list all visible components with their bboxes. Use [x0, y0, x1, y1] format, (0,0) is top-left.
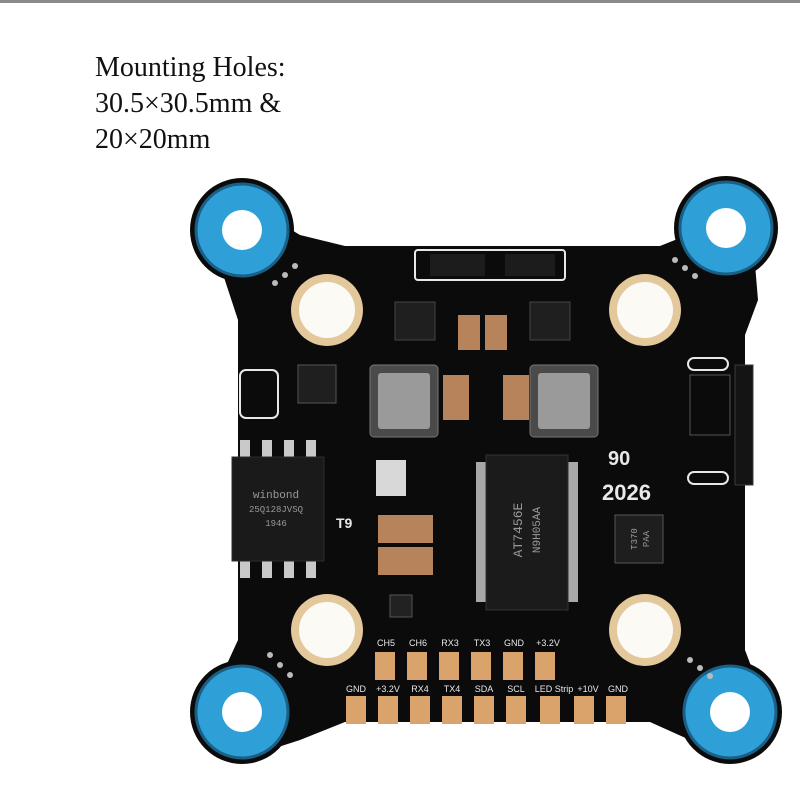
small-chip-label-1: T370 [630, 528, 640, 550]
grommet-tr [678, 180, 774, 276]
pad-label: LED Strip [535, 684, 574, 694]
pad-label: +10V [577, 684, 598, 694]
inner-hole-tl [291, 274, 363, 346]
via-group [267, 257, 713, 679]
grommet-tl [194, 182, 290, 278]
flash-chip-label-3: 1946 [265, 519, 287, 529]
pad-label: RX4 [411, 684, 429, 694]
usb-connector [734, 364, 754, 486]
boot-led [239, 369, 279, 419]
pad-labels-bottom: GND +3.2V RX4 TX4 SDA SCL LED Strip +10V… [346, 684, 629, 694]
pad-labels-top: CH5 CH6 RX3 TX3 GND +3.2V [377, 638, 560, 648]
inductor-right: 4R7 [529, 364, 599, 438]
grommet-bl [194, 664, 290, 760]
mosfet-left [394, 301, 436, 341]
caption-line-1: Mounting Holes: [95, 52, 286, 83]
capacitor [443, 375, 469, 420]
flash-chip-label-2: 25Q128JVSQ [249, 505, 303, 515]
osd-chip-label-1: AT7456E [511, 502, 526, 557]
small-chip-label-2: PAA [642, 530, 652, 547]
inner-hole-br [609, 594, 681, 666]
resistor-array [689, 374, 731, 436]
pad-label: CH5 [377, 638, 395, 648]
pad-label: GND [504, 638, 525, 648]
mounting-holes-caption: Mounting Holes: 30.5×30.5mm & 20×20mm [95, 50, 286, 158]
capacitor [458, 315, 480, 350]
small-ic-2 [389, 594, 413, 618]
grommet-br [682, 664, 778, 760]
inner-hole-tr [609, 274, 681, 346]
flash-chip-label-1: winbond [253, 490, 299, 502]
pad-label: CH6 [409, 638, 427, 648]
pad-row-bottom [346, 696, 626, 724]
inductor-right-label: 4R7 [553, 390, 571, 419]
top-regulator-frame [414, 249, 566, 281]
mosfet-right [529, 301, 571, 341]
pad-label: GND [346, 684, 367, 694]
pad-row-top [375, 652, 555, 680]
capacitor [378, 547, 433, 575]
capacitor [485, 315, 507, 350]
pad-label: RX3 [441, 638, 459, 648]
silk-2026: 2026 [602, 480, 651, 505]
osd-chip: AT7456E N9H05AA [476, 454, 578, 611]
small-chip: T370 PAA [614, 514, 664, 564]
pad-label: TX4 [444, 684, 461, 694]
flash-chip: winbond 25Q128JVSQ 1946 [231, 440, 325, 578]
silk-90: 90 [608, 448, 630, 470]
baro-sensor [376, 460, 406, 496]
capacitor [378, 515, 433, 543]
capacitor [503, 375, 529, 420]
pad-label: SCL [507, 684, 525, 694]
silk-t9: T9 [336, 515, 353, 531]
pad-label: +3.2V [376, 684, 400, 694]
top-divider [0, 0, 800, 3]
caption-line-2: 30.5×30.5mm & [95, 88, 282, 119]
led-indicator-2 [687, 471, 729, 485]
inner-hole-bl [291, 594, 363, 666]
pad-label: SDA [475, 684, 494, 694]
led-indicator [687, 357, 729, 371]
top-regulator-chip [430, 254, 485, 276]
inductor-left-label: 6R8 [393, 390, 411, 419]
caption-line-3: 20×20mm [95, 124, 211, 155]
small-ic [297, 364, 337, 404]
pad-label: GND [608, 684, 629, 694]
inductor-left: 6R8 [369, 364, 439, 438]
osd-chip-label-2: N9H05AA [532, 507, 544, 554]
pad-label: TX3 [474, 638, 491, 648]
pad-label: +3.2V [536, 638, 560, 648]
top-regulator-chip-2 [505, 254, 555, 276]
